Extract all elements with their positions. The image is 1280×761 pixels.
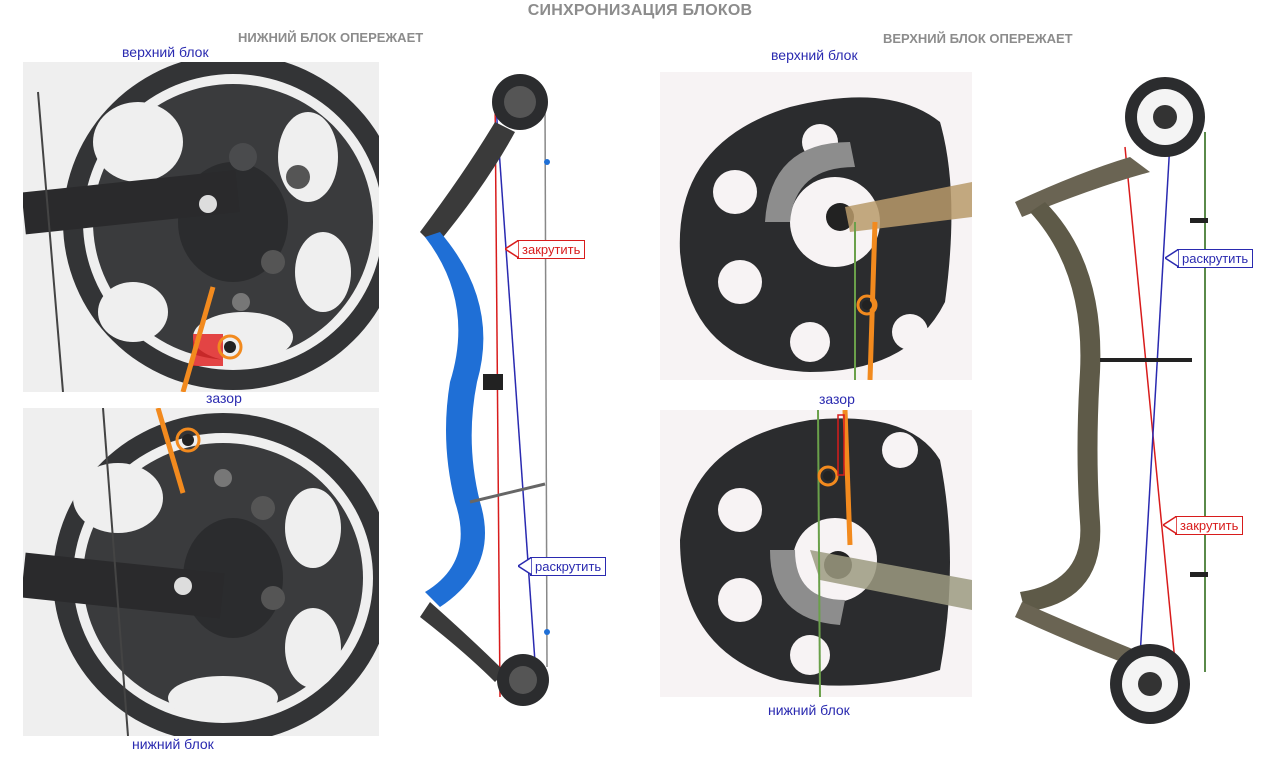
left-bottom-cam-photo: [23, 408, 379, 736]
lower-limb: [1015, 602, 1140, 667]
arrow-left-icon: [505, 240, 519, 258]
right-tighten-callout: закрутить: [1163, 516, 1244, 535]
orange-reference-line: [155, 408, 186, 494]
left-loosen-callout: раскрутить: [518, 557, 607, 576]
right-loosen-callout: раскрутить: [1165, 249, 1254, 268]
cam-post: [862, 300, 872, 310]
tighten-label: закрутить: [1175, 516, 1244, 535]
stabilizer-rod: [469, 482, 546, 504]
cable-line: [37, 91, 64, 392]
lower-cam: [497, 654, 549, 706]
lower-cam: [1110, 644, 1190, 724]
limb-bar: [23, 170, 240, 235]
left-tighten-callout: закрутить: [505, 240, 586, 259]
page-title: СИНХРОНИЗАЦИЯ БЛОКОВ: [527, 2, 753, 19]
arrow-left-icon: [1163, 516, 1177, 534]
cam-wheel: [679, 97, 952, 372]
camo-riser: [1020, 202, 1101, 612]
orange-marker-circle: [817, 465, 839, 487]
orange-marker-circle: [217, 334, 243, 360]
orange-marker-circle: [175, 427, 201, 453]
blue-riser: [425, 232, 485, 607]
limb-tip: [845, 182, 972, 232]
right-gap-label: зазор: [819, 391, 855, 407]
right-subtitle: ВЕРХНИЙ БЛОК ОПЕРЕЖАЕТ: [883, 31, 1073, 46]
tighten-label: закрутить: [517, 240, 586, 259]
limb-bar: [23, 552, 225, 619]
cable-line: [817, 410, 821, 697]
cam-post: [224, 341, 236, 353]
orange-reference-line: [180, 286, 216, 392]
string-stop: [544, 629, 550, 635]
upper-limb: [1015, 157, 1150, 217]
bowstring: [544, 101, 548, 668]
limb-stop: [1190, 218, 1208, 223]
red-cable: [1124, 146, 1176, 663]
cam-wheel: [53, 413, 379, 736]
upper-limb: [420, 122, 515, 247]
orange-reference-line: [867, 221, 878, 380]
lower-limb: [420, 602, 505, 682]
right-bottom-cam-photo: [660, 410, 972, 697]
string-stop: [544, 159, 550, 165]
cam-post: [182, 434, 194, 446]
loosen-label: раскрутить: [1177, 249, 1254, 268]
arrow-left-icon: [518, 557, 532, 575]
right-top-cam-label: верхний блок: [771, 47, 858, 63]
right-bottom-cam-label: нижний блок: [768, 702, 850, 718]
arrow-rest: [483, 374, 503, 390]
upper-cam: [492, 74, 548, 130]
loosen-label: раскрутить: [530, 557, 607, 576]
left-gap-label: зазор: [206, 390, 242, 406]
right-top-cam-photo: [660, 72, 972, 380]
orange-marker-circle: [856, 294, 878, 316]
limb-stop: [1190, 572, 1208, 577]
left-top-cam-photo: [23, 62, 379, 392]
right-bow-illustration: [1000, 72, 1220, 727]
orange-reference-line: [842, 410, 853, 546]
blue-cable: [1139, 141, 1171, 658]
cable-line: [102, 408, 129, 736]
gap-marker: [837, 414, 845, 476]
limb-tip: [810, 550, 972, 610]
cam-post: [823, 471, 833, 481]
upper-cam: [1125, 77, 1205, 157]
left-subtitle: НИЖНИЙ БЛОК ОПЕРЕЖАЕТ: [238, 30, 424, 45]
arrow-left-icon: [1165, 249, 1179, 267]
left-top-cam-label: верхний блок: [122, 44, 209, 60]
left-bottom-cam-label: нижний блок: [132, 736, 214, 752]
left-bow-illustration: [395, 62, 620, 712]
red-cable: [494, 91, 501, 698]
